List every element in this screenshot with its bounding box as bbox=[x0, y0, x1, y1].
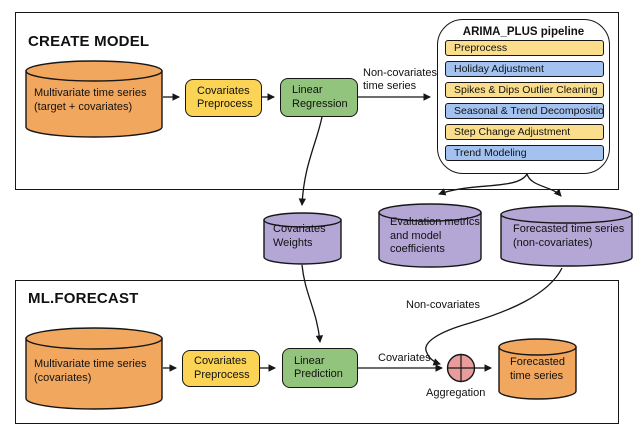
pipeline-step-seasonal-trend: Seasonal & Trend Decomposition bbox=[445, 103, 604, 119]
arima-plus-pipeline: ARIMA_PLUS pipeline Preprocess Holiday A… bbox=[437, 19, 610, 174]
covariates-weights-cylinder: Covariates Weights bbox=[263, 212, 342, 265]
pipeline-title: ARIMA_PLUS pipeline bbox=[462, 26, 585, 38]
aggregation-label: Aggregation bbox=[426, 387, 486, 399]
multivariate-target-label: Multivariate time series (target + covar… bbox=[34, 87, 147, 113]
pipeline-step-trend-modeling: Trend Modeling bbox=[445, 145, 604, 161]
linear-regression-box: Linear Regression bbox=[280, 78, 358, 117]
multivariate-covariates-cylinder: Multivariate time series (covariates) bbox=[25, 327, 163, 410]
forecasted-noncovariates-label: Forecasted time series (non-covariates) bbox=[513, 223, 625, 249]
evaluation-metrics-cylinder: Evaluation metrics and model coefficient… bbox=[378, 203, 482, 268]
noncovariates-arrow-label: Non-covariates bbox=[406, 299, 480, 311]
multivariate-target-cylinder: Multivariate time series (target + covar… bbox=[25, 60, 163, 138]
pipeline-step-holiday-adjustment: Holiday Adjustment bbox=[445, 61, 604, 77]
forecasted-time-series-cylinder: Forecasted time series bbox=[498, 338, 577, 400]
evaluation-metrics-label: Evaluation metrics and model coefficient… bbox=[390, 216, 480, 255]
covariates-preprocess-box: Covariates Preprocess bbox=[185, 79, 262, 117]
covariates-arrow-label: Covariates bbox=[378, 352, 431, 364]
ml-forecast-title: ML.FORECAST bbox=[28, 290, 139, 307]
forecasted-time-series-label: Forecasted time series bbox=[510, 356, 566, 382]
covariates-weights-label: Covariates Weights bbox=[273, 223, 326, 249]
noncovariates-timeseries-label: Non-covariates time series bbox=[363, 67, 437, 92]
pipeline-step-step-change: Step Change Adjustment bbox=[445, 124, 604, 140]
create-model-title: CREATE MODEL bbox=[28, 33, 150, 50]
linear-prediction-box: Linear Prediction bbox=[282, 348, 358, 388]
multivariate-covariates-label: Multivariate time series (covariates) bbox=[34, 358, 147, 384]
pipeline-step-spikes-dips: Spikes & Dips Outlier Cleaning bbox=[445, 82, 604, 98]
pipeline-step-preprocess: Preprocess bbox=[445, 40, 604, 56]
covariates-preprocess-box-forecast: Covariates Preprocess bbox=[182, 350, 260, 387]
forecasted-noncovariates-cylinder: Forecasted time series (non-covariates) bbox=[500, 205, 633, 267]
